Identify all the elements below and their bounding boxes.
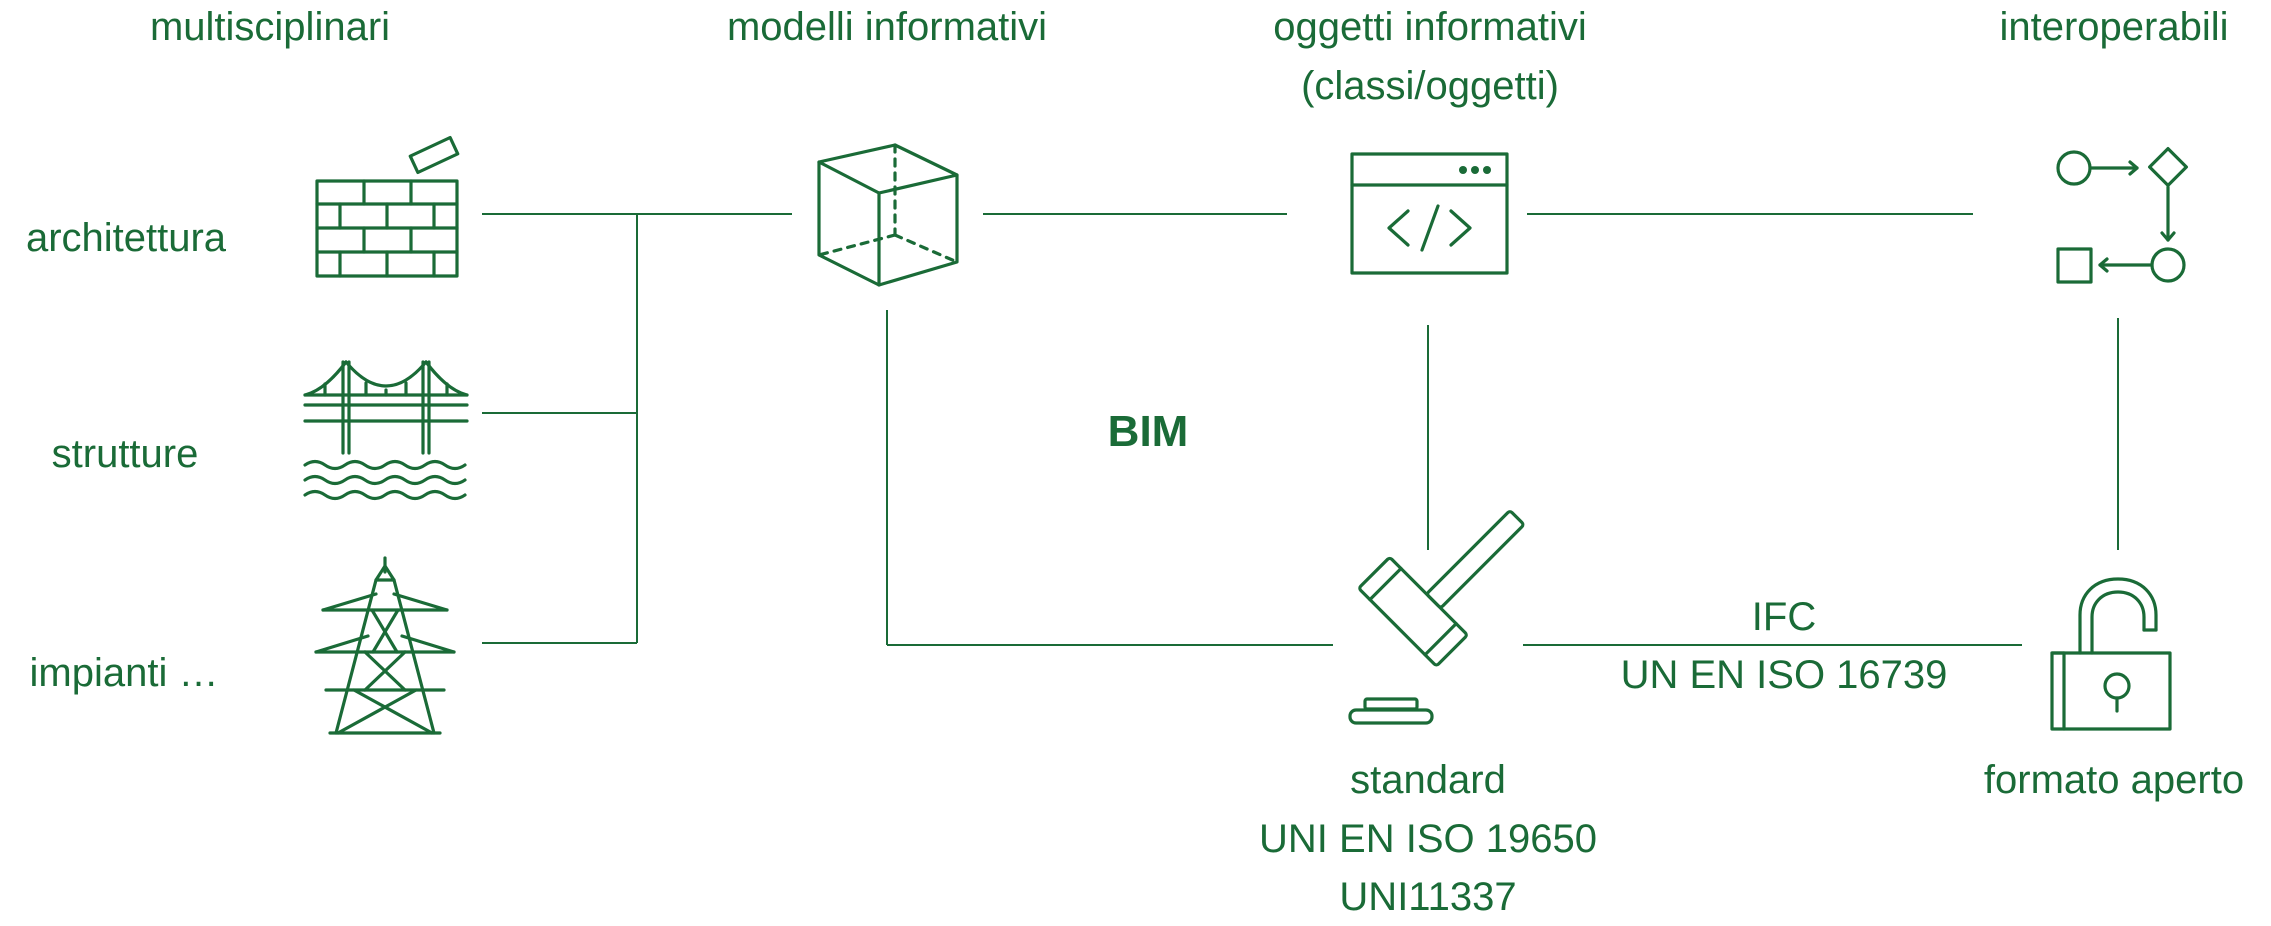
standard-label: standard (1350, 758, 1506, 802)
workflow-icon (2056, 147, 2188, 284)
open-format-label: formato aperto (1983, 758, 2245, 802)
code-window-icon (1350, 152, 1509, 275)
power-pylon-icon (314, 556, 456, 735)
connection-ifc: IFC (1751, 595, 1817, 639)
label-systems: impianti … (29, 651, 219, 695)
label-architecture: architettura (25, 216, 227, 260)
header-multidisciplinary: multisciplinari (149, 5, 391, 49)
bridge-icon (303, 360, 469, 501)
standard-iso-19650: UNI EN ISO 19650 (1259, 817, 1597, 861)
bim-label: BIM (1107, 407, 1189, 456)
header-interoperable: interoperabili (1999, 5, 2229, 49)
brick-wall-icon (315, 135, 460, 278)
gavel-icon (1348, 510, 1525, 725)
cube-icon (817, 143, 959, 287)
header-information-models: modelli informativi (726, 5, 1048, 49)
header-information-objects-subtitle: (classi/oggetti) (1301, 64, 1559, 108)
standard-uni-11337: UNI11337 (1339, 875, 1517, 919)
label-structures: strutture (51, 432, 199, 476)
connection-iso-16739: UN EN ISO 16739 (1620, 653, 1948, 697)
header-information-objects: oggetti informativi (1273, 5, 1587, 49)
open-padlock-icon (2050, 577, 2172, 731)
connector-lines (482, 213, 2119, 646)
